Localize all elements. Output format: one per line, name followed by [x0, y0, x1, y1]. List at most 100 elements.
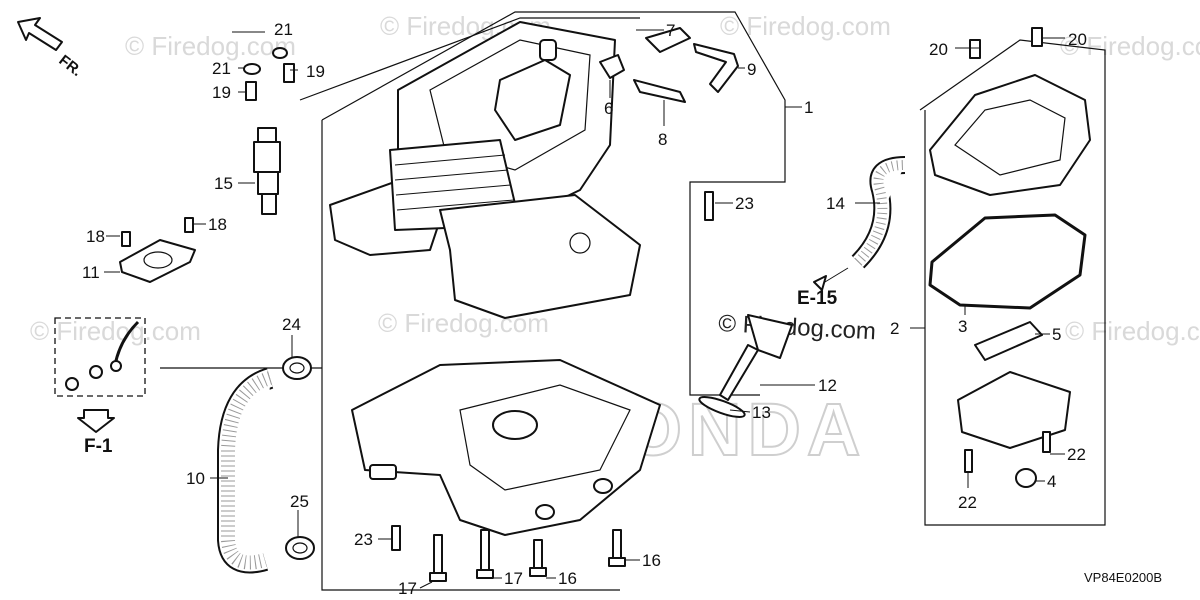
stud-bolt — [283, 63, 295, 83]
callout-18: 18 — [86, 227, 105, 246]
hose-14-texture — [854, 160, 906, 266]
bolt-20 — [969, 39, 981, 59]
callout-15: 15 — [214, 174, 233, 193]
callout-21: 21 — [212, 59, 231, 78]
part-6 — [599, 54, 625, 79]
callout-5: 5 — [1052, 325, 1061, 344]
group-outlines — [54, 11, 1106, 591]
callout-17: 17 — [504, 569, 523, 588]
terminal — [110, 360, 122, 372]
plate-11 — [119, 239, 196, 283]
fin — [394, 154, 506, 166]
spark-plug-assembly — [243, 47, 295, 215]
watermark-text: © Firedog.com — [1065, 316, 1200, 346]
f1-reference: F-1 — [84, 436, 113, 457]
callout-20: 20 — [1068, 30, 1087, 49]
clamp-24-hole — [289, 362, 305, 374]
watermark-text-foreground: © Firedog.com — [718, 310, 877, 345]
mount-pad — [369, 464, 397, 480]
stud-bolt — [245, 81, 257, 101]
bolt-17 — [433, 534, 443, 576]
part-9 — [693, 43, 739, 93]
filter-5 — [974, 321, 1043, 361]
cover — [929, 74, 1091, 196]
mount-boss — [593, 478, 613, 494]
callout-3: 3 — [958, 317, 967, 336]
diagram-code: VP84E0200B — [1084, 570, 1162, 585]
callout-13: 13 — [752, 403, 771, 422]
washer — [89, 365, 103, 379]
callout-18: 18 — [208, 215, 227, 234]
spark-plug-hex — [257, 171, 279, 195]
bolt-16-head — [608, 557, 626, 567]
dipstick-rod — [719, 344, 759, 401]
upper-case — [439, 194, 641, 319]
fin — [394, 169, 509, 181]
leader — [419, 581, 433, 589]
o-ring-13 — [698, 396, 746, 418]
leader — [729, 409, 751, 413]
bolt-20 — [1031, 27, 1043, 47]
callout-25: 25 — [290, 492, 309, 511]
grommet-4 — [1015, 468, 1037, 488]
callout-labels: 21 21 19 19 15 18 18 11 F-1 24 10 25 23 … — [82, 20, 1162, 598]
crankcase-web — [459, 384, 631, 491]
callout-11: 11 — [82, 263, 100, 282]
bolt-head — [65, 377, 79, 391]
callout-22: 22 — [958, 493, 977, 512]
callout-19: 19 — [212, 83, 231, 102]
callout-9: 9 — [747, 60, 756, 79]
part-7 — [645, 27, 691, 53]
rocker-parts — [599, 27, 739, 221]
dipstick-cap — [747, 314, 793, 359]
callout-6: 6 — [604, 99, 613, 118]
boss — [569, 232, 591, 254]
cap-nut — [272, 47, 288, 59]
callout-4: 4 — [1047, 472, 1056, 491]
callout-22: 22 — [1067, 445, 1086, 464]
group-12-outline — [689, 305, 760, 396]
callout-16: 16 — [642, 551, 661, 570]
clamp-25-hole — [292, 542, 308, 554]
pin-23 — [391, 525, 401, 551]
cylinder-top-cover — [329, 21, 641, 319]
gasket-3 — [928, 213, 1087, 310]
leader-lines — [104, 29, 1065, 589]
f1-arrow-icon — [77, 409, 115, 433]
bolt-17-head — [476, 569, 494, 579]
bolt-17-head — [429, 572, 447, 582]
bolt-18 — [121, 231, 131, 247]
e15-arrow-icon — [813, 275, 827, 291]
watermark-text: © Firedog.com — [720, 11, 891, 41]
mount-boss — [535, 504, 555, 520]
watermark-text: © Firedog.com — [1060, 31, 1200, 61]
clamp-24 — [282, 356, 312, 380]
crank-bore — [492, 410, 538, 440]
crankcase — [351, 359, 661, 536]
group-2-outline — [919, 39, 1106, 526]
callout-21: 21 — [274, 20, 293, 39]
fin — [395, 184, 512, 196]
cover-rib — [954, 99, 1066, 176]
washer — [243, 63, 261, 75]
case — [957, 371, 1071, 449]
pin-23 — [704, 191, 714, 221]
spark-plug-thread — [261, 193, 277, 215]
arrow-icon — [17, 17, 63, 51]
hose-10-body — [219, 369, 274, 572]
valve-spring — [539, 39, 557, 61]
group-1-outline — [321, 120, 620, 591]
oil-dipstick — [698, 314, 793, 418]
part-8 — [633, 79, 686, 103]
callout-24: 24 — [282, 315, 301, 334]
screw-22 — [964, 449, 973, 473]
group-1-outline-upper — [321, 11, 786, 305]
callout-19: 19 — [306, 62, 325, 81]
plate-hole — [143, 251, 173, 269]
fin — [396, 199, 515, 211]
watermark-text: © Firedog.com — [30, 316, 201, 346]
front-label: FR. — [56, 52, 86, 80]
bolt-16 — [533, 539, 543, 571]
ground-cable-parts — [65, 320, 140, 433]
